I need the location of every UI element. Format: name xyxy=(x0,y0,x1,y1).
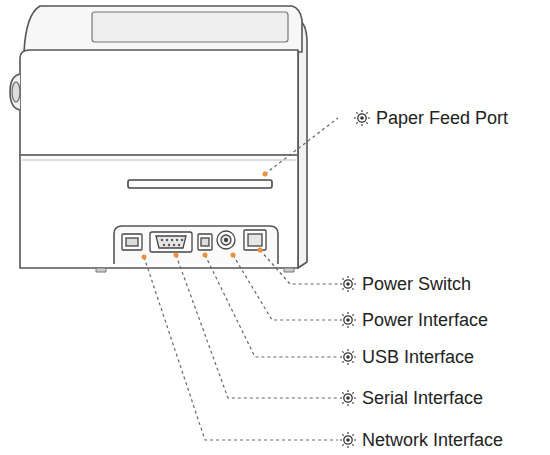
callout-label: USB Interface xyxy=(362,346,474,368)
callout-label: Network Interface xyxy=(362,429,503,451)
callout-label: Power Switch xyxy=(362,273,471,295)
leader-lines xyxy=(144,118,338,440)
callout-label: Serial Interface xyxy=(362,387,483,409)
printer-body xyxy=(10,6,307,272)
ports xyxy=(122,230,266,252)
callout-label: Power Interface xyxy=(362,309,488,331)
callout-label: Paper Feed Port xyxy=(376,107,508,129)
callout-dots xyxy=(142,172,268,260)
